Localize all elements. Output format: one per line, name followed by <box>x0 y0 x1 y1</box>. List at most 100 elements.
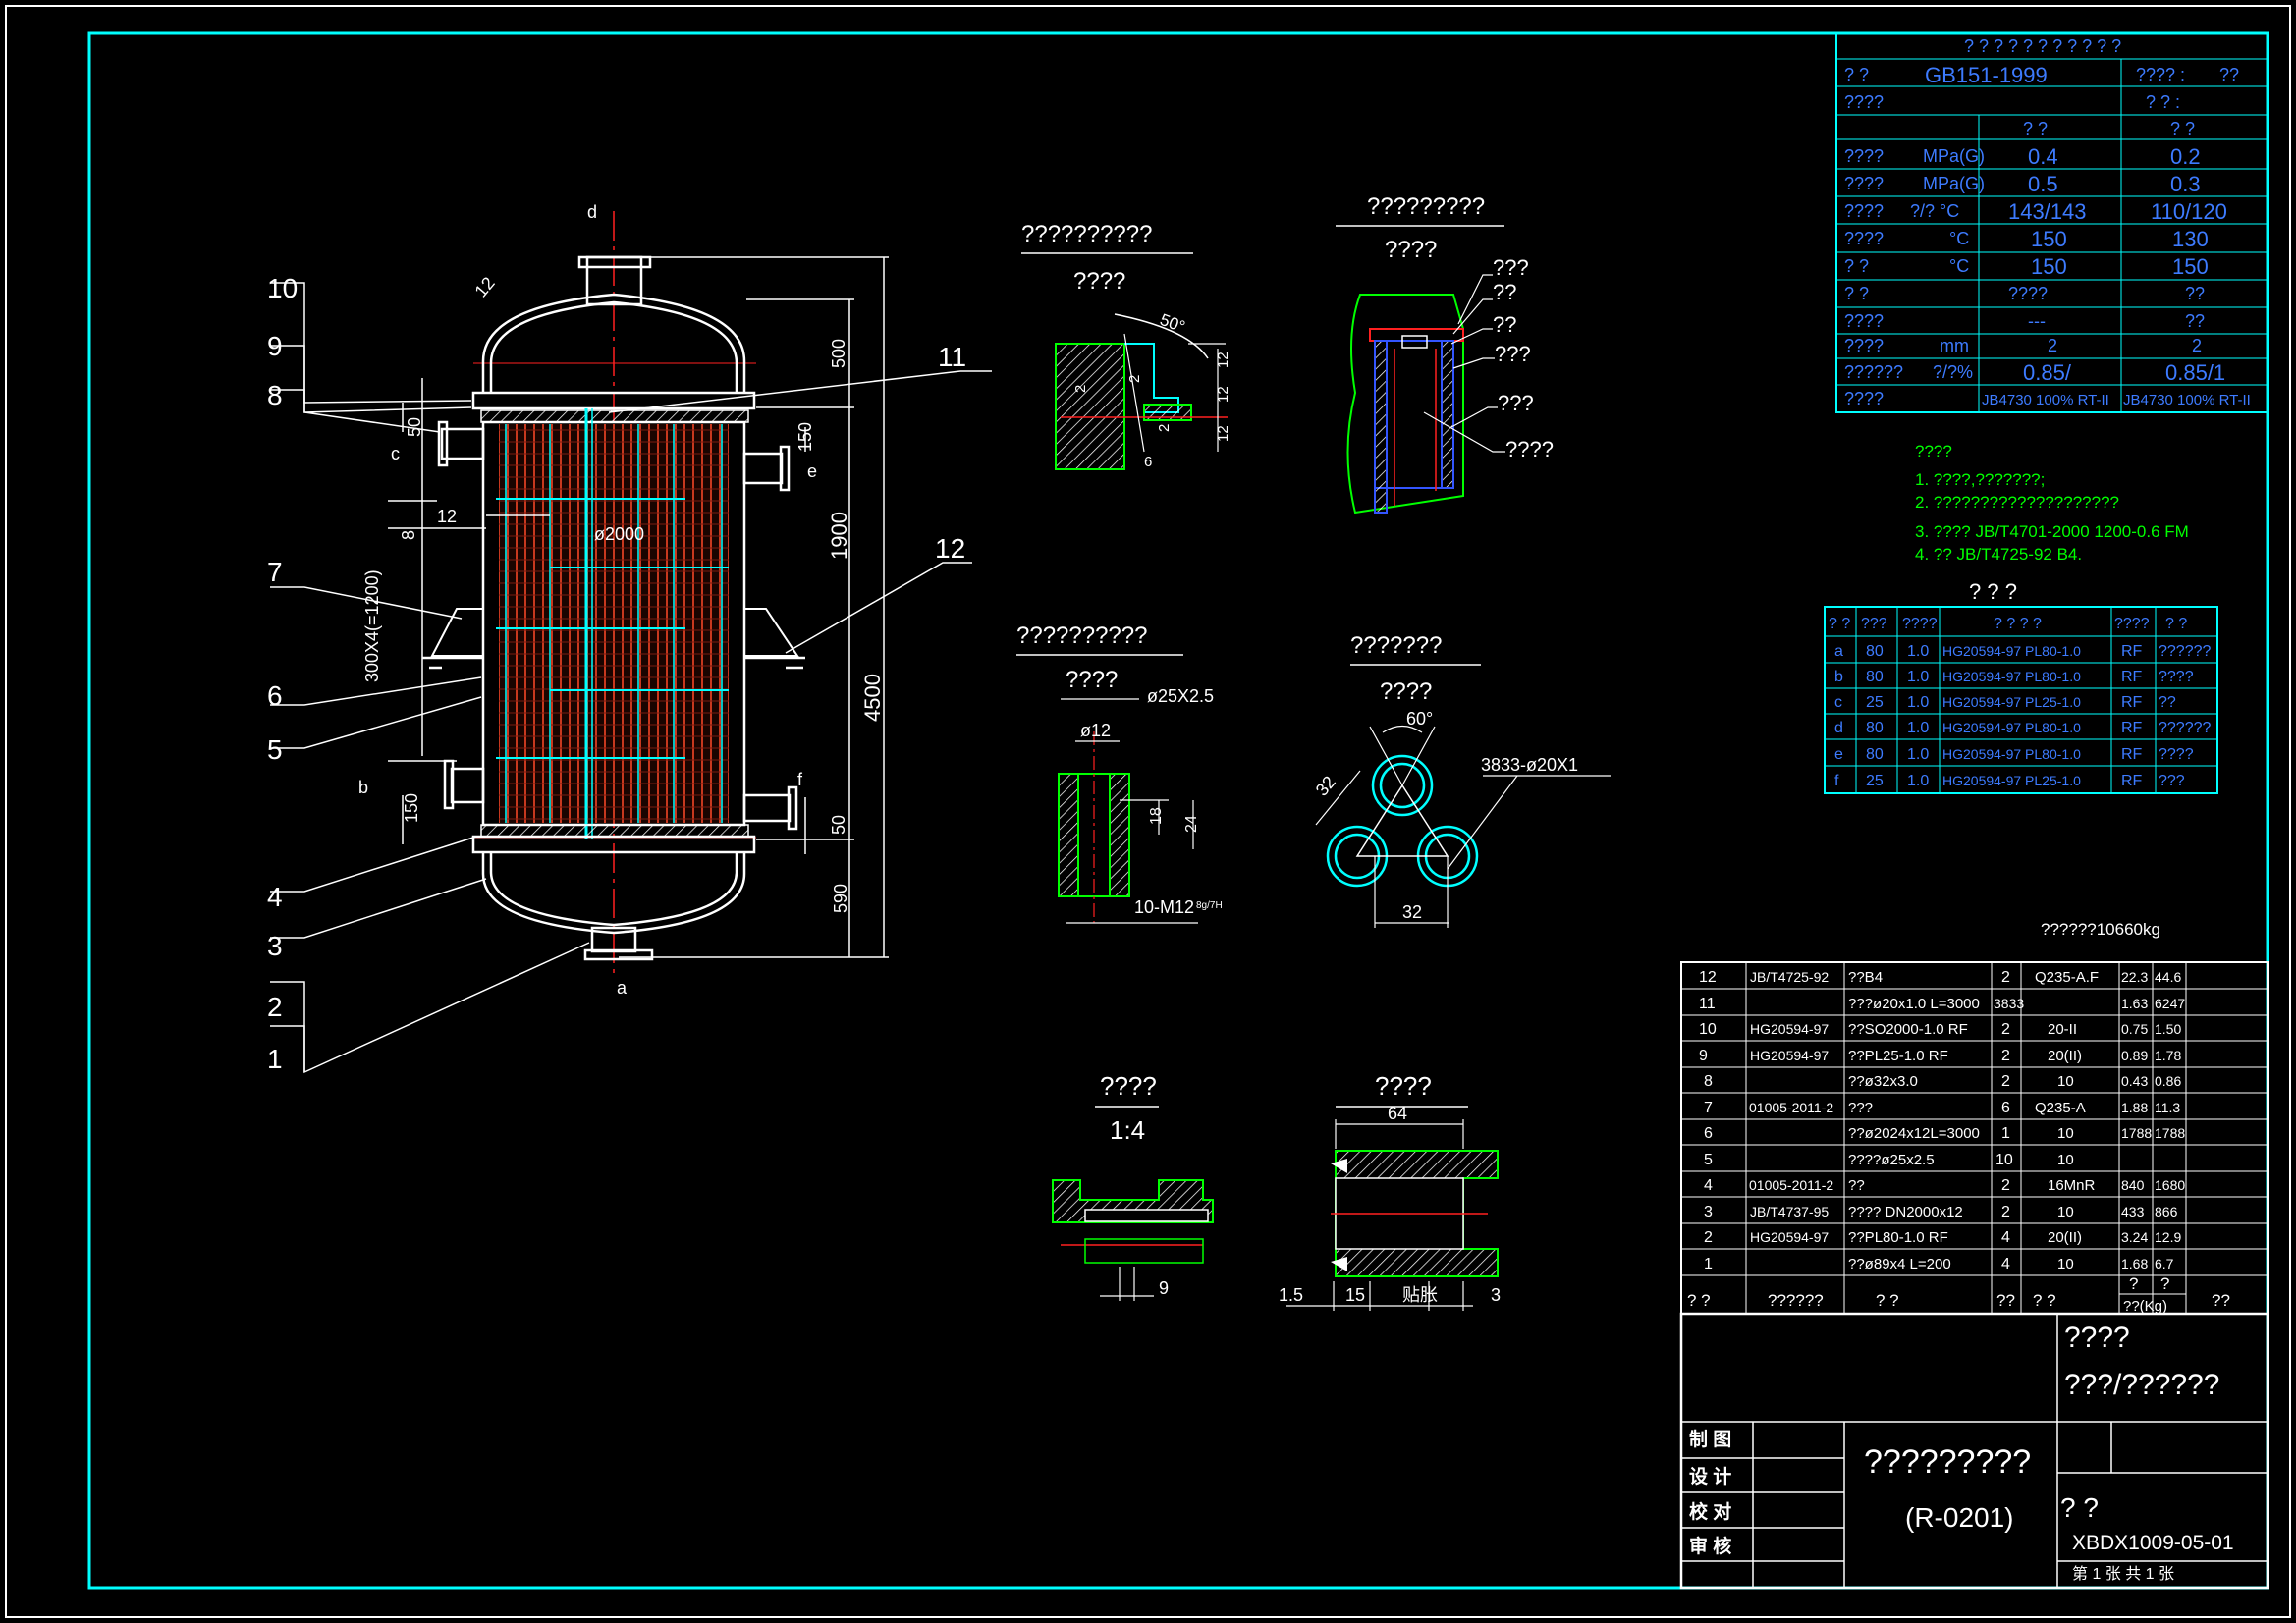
bom-r3-name: ??PL25-1.0 RF <box>1848 1048 1948 1064</box>
spec-row-6-shell: --- <box>2028 311 2046 331</box>
bom-r5-no: 7 <box>1704 1100 1713 1116</box>
bom-r3-tw: 1.78 <box>2155 1048 2181 1063</box>
note-1: 1. ????,???????; <box>1915 470 2045 489</box>
drawing-name: ????????? <box>1864 1443 2031 1481</box>
detail-pitch-scale: ???? <box>1380 678 1432 705</box>
hole-tube: ø25X2.5 <box>1147 686 1214 706</box>
bom-r8-uw: 840 <box>2121 1177 2145 1193</box>
nozzle-r2-c2: 1.0 <box>1907 694 1929 711</box>
inner-frame <box>87 31 2269 1590</box>
spec-title: ? ? ? ? ? ? ? ? ? ? ? <box>1964 36 2121 56</box>
part-no-2: 2 <box>267 992 283 1022</box>
nozzle-r4-c0: e <box>1834 746 1843 763</box>
spec-row-6-tube: ?? <box>2185 311 2205 331</box>
spec-row-0-shell: 0.4 <box>2028 144 2058 169</box>
title-block: ???? ???/?????? 制 图 设 计 校 对 审 核 ????????… <box>1679 1312 2269 1590</box>
expand-dim-9: 9 <box>1159 1278 1169 1298</box>
pitch-d32b: 32 <box>1402 902 1422 922</box>
nozzle-h3: ? ? ? ? <box>1994 616 2042 632</box>
drawing-code: (R-0201) <box>1905 1502 2013 1533</box>
nozzle-r2-c4: RF <box>2121 694 2143 711</box>
part-no-8: 8 <box>267 380 283 410</box>
spec-row-7-unit: mm <box>1940 336 1969 355</box>
nozzle-r0-c0: a <box>1834 643 1843 660</box>
tubesheet-label-4: ??? <box>1495 342 1531 366</box>
part-no-5: 5 <box>267 734 283 765</box>
spec-row-3-unit: °C <box>1949 229 1969 248</box>
spec-row-4-unit: °C <box>1949 256 1969 276</box>
sheet-info: 第 1 张 共 1 张 <box>2072 1565 2174 1583</box>
hole-d24: 24 <box>1183 815 1200 833</box>
tubesheet-label-5: ??? <box>1498 391 1534 415</box>
groove-d15: 15 <box>1345 1285 1365 1305</box>
dim-590: 590 <box>831 884 850 913</box>
nozzle-r1-c3: HG20594-97 PL80-1.0 <box>1942 669 2081 684</box>
nozzle-h0: ? ? <box>1829 616 1850 632</box>
detail-groove: ???? 64 1.5 15 贴胀 3 <box>1279 1071 1501 1311</box>
nozzle-r0-c1: 80 <box>1866 643 1884 660</box>
bom-r11-name: ??ø89x4 L=200 <box>1848 1256 1951 1272</box>
tubesheet-label-3: ?? <box>1493 312 1516 337</box>
nozzle-r2-c1: 25 <box>1866 694 1884 711</box>
bom-r2-no: 10 <box>1699 1021 1717 1038</box>
spec-row-5-tube: ?? <box>2185 284 2205 303</box>
spec-row-5-name: ? ? <box>1844 284 1869 303</box>
spec-row-3-name: ???? <box>1844 229 1884 248</box>
nozzle-r4-c4: RF <box>2121 746 2143 763</box>
bom-r5-tw: 11.3 <box>2155 1100 2180 1115</box>
weld-angle: 50° <box>1158 310 1188 337</box>
bom-r1-name: ???ø20x1.0 L=3000 <box>1848 996 1980 1012</box>
spec-head-tube: ? ? <box>2170 119 2195 138</box>
bom-h-no: ? ? <box>1687 1291 1711 1310</box>
nozzle-r0-c2: 1.0 <box>1907 643 1929 660</box>
bom-r9-std: JB/T4737-95 <box>1750 1204 1829 1219</box>
bom-r4-tw: 0.86 <box>2155 1073 2181 1089</box>
nozzle-r5-c5: ??? <box>2159 773 2185 789</box>
bom-r4-qty: 2 <box>2001 1073 2010 1090</box>
notes-title: ???? <box>1915 442 1952 460</box>
spec-row-1-unit: MPa(G) <box>1923 174 1985 193</box>
nozzle-r4-c2: 1.0 <box>1907 746 1929 763</box>
dim-500: 500 <box>829 339 848 368</box>
bom-r2-std: HG20594-97 <box>1750 1021 1829 1037</box>
bom-r3-uw: 0.89 <box>2121 1048 2148 1063</box>
spec-row-4-name: ? ? <box>1844 256 1869 276</box>
bom-r6-uw: 1788 <box>2121 1125 2152 1141</box>
detail-tubesheet-scale: ???? <box>1385 237 1437 263</box>
nozzle-r3-c5: ?????? <box>2159 720 2211 736</box>
detail-hole: ?????????? ???? ø25X2.5 ø12 18 24 10-M12… <box>1016 622 1223 924</box>
bom-r9-uw: 433 <box>2121 1204 2145 1219</box>
nozzle-r4-c3: HG20594-97 PL80-1.0 <box>1942 746 2081 762</box>
spec-std-lbl2: ???? : <box>2136 65 2185 84</box>
nozzle-h2: ???? <box>1902 616 1938 632</box>
bom-r0-mat: Q235-A.F <box>2035 969 2099 986</box>
bom-h-uw: ? <box>2129 1274 2138 1293</box>
spec-std-lbl: ? ? <box>1844 65 1869 84</box>
spec-row-8-unit: ?/?% <box>1933 362 1973 382</box>
bom-r10-qty: 4 <box>2001 1229 2010 1246</box>
nozzle-r1-c5: ???? <box>2159 669 2194 685</box>
nozzle-c-label: c <box>391 444 400 463</box>
nozzle-r3-c2: 1.0 <box>1907 720 1929 736</box>
tubesheet-label-1: ??? <box>1493 255 1529 280</box>
bom-h-std: ?????? <box>1768 1291 1824 1310</box>
spec-row-9-tube: JB4730 100% RT-II <box>2123 392 2251 408</box>
role-design: 设 计 <box>1689 1466 1731 1488</box>
bom-r2-name: ??SO2000-1.0 RF <box>1848 1021 1968 1038</box>
role-check: 校 对 <box>1689 1500 1731 1523</box>
nozzle-r1-c1: 80 <box>1866 669 1884 685</box>
dim-12: 12 <box>437 507 457 526</box>
bom-r6-mat: 10 <box>2057 1125 2074 1142</box>
nozzle-r3-c4: RF <box>2121 720 2143 736</box>
groove-d3: 3 <box>1491 1285 1501 1305</box>
detail-hole-scale: ???? <box>1066 667 1118 693</box>
pitch-angle: 60° <box>1406 709 1433 729</box>
bom-r9-mat: 10 <box>2057 1204 2074 1220</box>
drawing-number: XBDX1009-05-01 <box>2072 1532 2234 1554</box>
main-view-labels: 10 9 8 7 6 5 4 3 2 1 11 12 <box>267 273 966 1074</box>
nozzle-r0-c5: ?????? <box>2159 643 2211 660</box>
bom-r4-mat: 10 <box>2057 1073 2074 1090</box>
role-approve: 审 核 <box>1689 1535 1731 1557</box>
dim-50-left: 50 <box>405 417 424 437</box>
spec-row-7-name: ???? <box>1844 336 1884 355</box>
